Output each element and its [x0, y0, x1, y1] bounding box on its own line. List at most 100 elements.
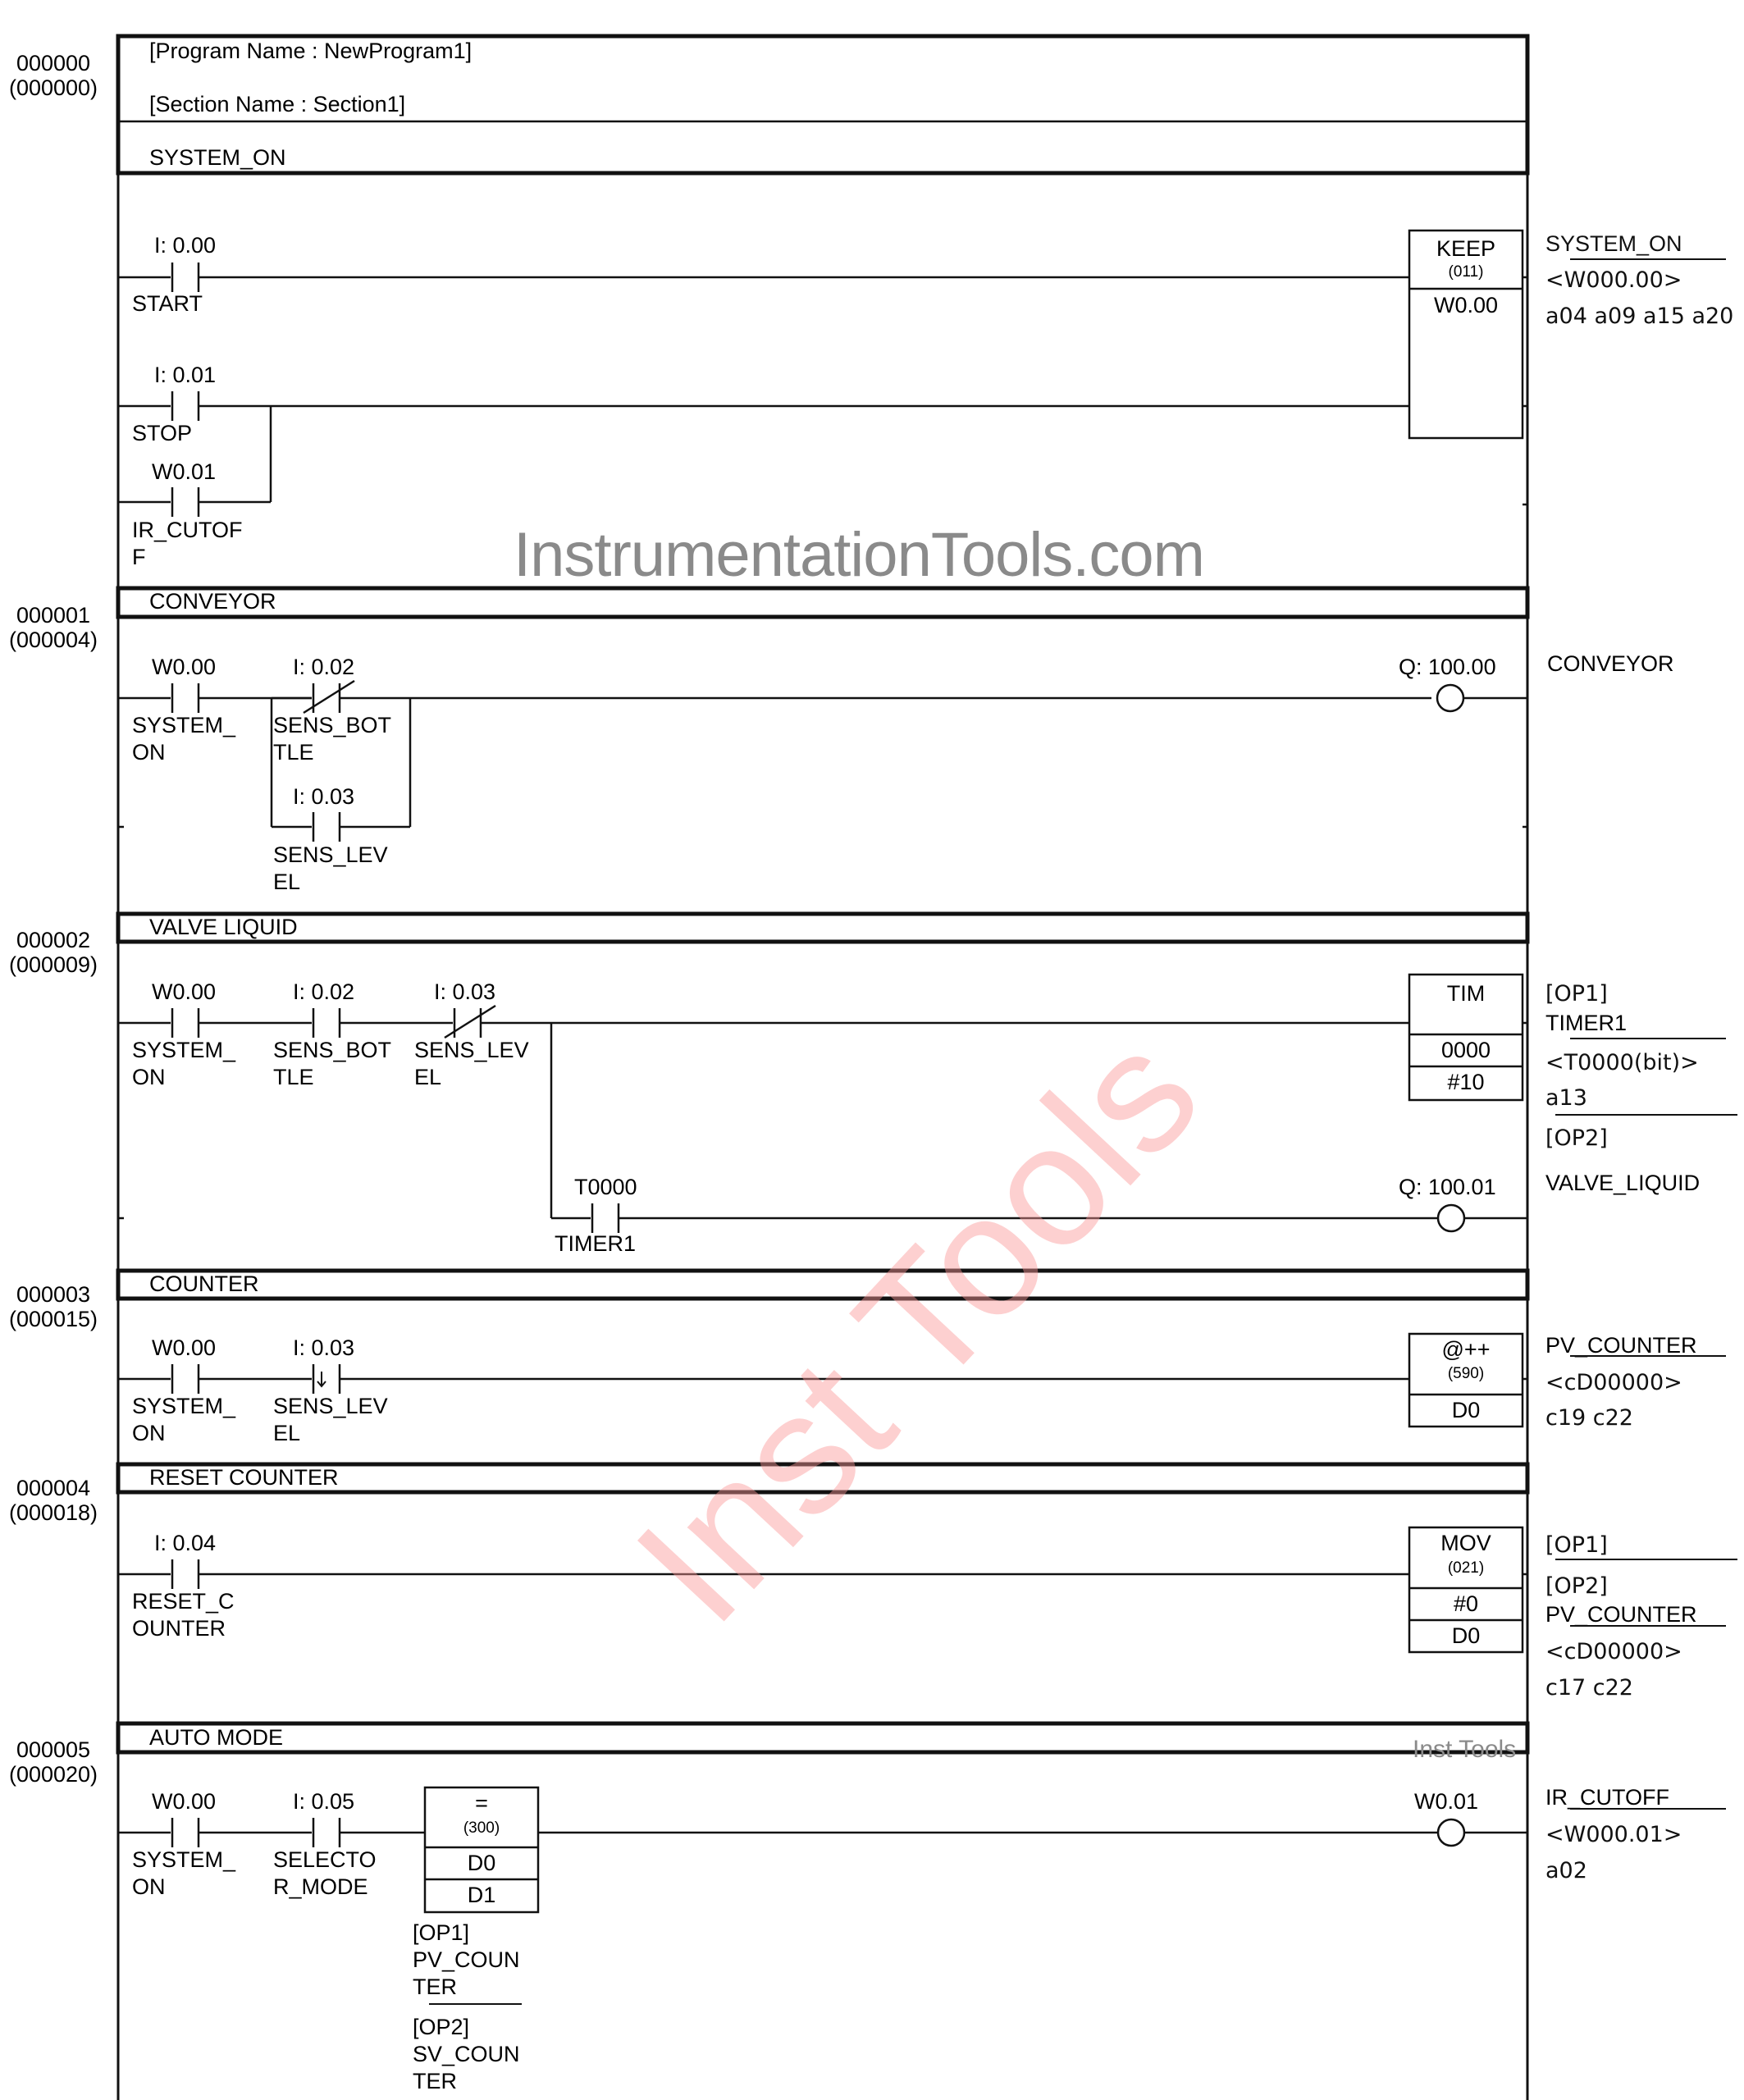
tim-mnemonic[interactable]: TIM: [1446, 981, 1486, 1006]
increment-block: [1408, 1332, 1524, 1428]
mov-operand: D0: [1451, 1623, 1481, 1648]
annotation-address: <cD00000>: [1545, 1639, 1682, 1664]
op-note: [OP1]: [413, 1920, 470, 1945]
rung-step: (000020): [8, 1762, 98, 1787]
rung4-comment-box: [116, 1462, 1530, 1495]
contact-address[interactable]: W0.00: [152, 1789, 217, 1814]
annotation-address: <W000.01>: [1545, 1822, 1682, 1847]
rung-comment: AUTO MODE: [149, 1725, 284, 1750]
rung-step: (000018): [8, 1500, 98, 1525]
rung-step: (000009): [8, 952, 98, 977]
underline: [1570, 258, 1726, 260]
annotation-xref: a02: [1545, 1858, 1587, 1883]
rung-number[interactable]: 000005 (000020): [0, 1737, 107, 1787]
annotation-symbol: PV_COUNTER: [1545, 1602, 1697, 1627]
underline: [1555, 1559, 1737, 1560]
compare-operand: D0: [467, 1851, 496, 1875]
mov-mnemonic[interactable]: MOV: [1440, 1531, 1491, 1555]
contact-name: SENS_LEV: [273, 842, 388, 867]
contact-name: ON: [132, 1421, 166, 1445]
compare-mnemonic[interactable]: =: [475, 1791, 488, 1815]
coil-address[interactable]: Q: 100.01: [1399, 1175, 1496, 1199]
annotation-xref: a13: [1545, 1085, 1587, 1111]
coil-address[interactable]: Q: 100.00: [1399, 655, 1496, 679]
rung5-comment-box: [116, 1721, 1530, 1755]
contact-name: TIMER1: [555, 1231, 637, 1256]
annotation-op: [OP1]: [1545, 1532, 1608, 1558]
contact-address[interactable]: I: 0.03: [293, 1335, 355, 1360]
contact-name: IR_CUTOF: [132, 518, 243, 542]
contact-name: R_MODE: [273, 1874, 368, 1899]
contact-name: EL: [414, 1065, 442, 1089]
rung-index: 000002: [16, 928, 91, 952]
rung-comment: VALVE LIQUID: [149, 915, 298, 939]
small-watermark: Inst Tools: [1413, 1736, 1517, 1763]
underline: [1570, 1808, 1726, 1810]
rung-number[interactable]: 000001 (000004): [0, 603, 107, 652]
contact-address[interactable]: I: 0.03: [434, 979, 496, 1004]
contact-address[interactable]: W0.00: [152, 1335, 217, 1360]
annotation-symbol: SYSTEM_ON: [1545, 231, 1682, 256]
increment-code: (590): [1447, 1365, 1485, 1382]
annotation-symbol: TIMER1: [1545, 1011, 1628, 1035]
rung1-comment-box: [116, 586, 1530, 619]
section-name: [Section Name : Section1]: [149, 92, 406, 116]
contact-address[interactable]: T0000: [574, 1175, 637, 1199]
contact-name: SENS_BOT: [273, 713, 392, 737]
nc-slash: [303, 679, 355, 714]
rung-number[interactable]: 000000 (000000): [0, 51, 107, 100]
contact-address[interactable]: I: 0.02: [293, 979, 355, 1004]
increment-mnemonic[interactable]: @++: [1441, 1337, 1491, 1362]
rung-comment: COUNTER: [149, 1271, 259, 1296]
contact-address[interactable]: I: 0.00: [154, 233, 217, 258]
tim-operand: #10: [1447, 1070, 1485, 1094]
annotation-op: [OP2]: [1545, 1573, 1608, 1599]
contact-name: OUNTER: [132, 1616, 226, 1641]
contact-name: TLE: [273, 1065, 314, 1089]
contact-name: SYSTEM_: [132, 713, 236, 737]
contact-address[interactable]: W0.01: [152, 459, 217, 484]
annotation-symbol: IR_CUTOFF: [1545, 1785, 1670, 1810]
rung-index: 000000: [16, 51, 91, 75]
annotation-op: [OP1]: [1545, 981, 1608, 1007]
compare-operand: D1: [467, 1883, 496, 1907]
rung-number[interactable]: 000004 (000018): [0, 1476, 107, 1525]
underline: [1570, 1355, 1726, 1357]
rung-index: 000001: [16, 603, 91, 628]
annotation-symbol: CONVEYOR: [1547, 651, 1674, 676]
contact-name: SENS_LEV: [273, 1394, 388, 1418]
annotation-address: <T0000(bit)>: [1545, 1050, 1699, 1075]
coil-address[interactable]: W0.01: [1414, 1789, 1479, 1814]
annotation-address: <W000.00>: [1545, 267, 1682, 293]
contact-name: SYSTEM_: [132, 1394, 236, 1418]
tim-block: [1408, 973, 1524, 1102]
keep-operand: W0.00: [1433, 293, 1499, 317]
compare-code: (300): [463, 1819, 500, 1837]
keep-mnemonic[interactable]: KEEP: [1436, 236, 1496, 261]
contact-address[interactable]: I: 0.05: [293, 1789, 355, 1814]
coil-conveyor-icon: [1436, 683, 1465, 713]
rung-number[interactable]: 000002 (000009): [0, 928, 107, 977]
program-name: [Program Name : NewProgram1]: [149, 39, 473, 63]
contact-name: EL: [273, 1421, 301, 1445]
rung3-comment-box: [116, 1268, 1530, 1301]
rung-number[interactable]: 000003 (000015): [0, 1282, 107, 1331]
rung-index: 000004: [16, 1476, 91, 1500]
contact-address[interactable]: W0.00: [152, 979, 217, 1004]
contact-address[interactable]: I: 0.03: [293, 784, 355, 809]
keep-code: (011): [1448, 263, 1484, 281]
annotation-symbol: PV_COUNTER: [1545, 1333, 1697, 1358]
annotation-xref: c17 c22: [1545, 1675, 1633, 1701]
op-note: [OP2]: [413, 2015, 470, 2039]
underline: [1570, 1038, 1726, 1039]
contact-address[interactable]: I: 0.02: [293, 655, 355, 679]
increment-operand: D0: [1451, 1398, 1481, 1422]
contact-address[interactable]: I: 0.04: [154, 1531, 217, 1555]
contact-address[interactable]: I: 0.01: [154, 363, 217, 387]
contact-name: TLE: [273, 740, 314, 765]
rung-step: (000004): [8, 628, 98, 652]
op-note: SV_COUN: [413, 2042, 520, 2066]
contact-address[interactable]: W0.00: [152, 655, 217, 679]
contact-name: SYSTEM_: [132, 1847, 236, 1872]
keep-block: [1408, 229, 1524, 440]
